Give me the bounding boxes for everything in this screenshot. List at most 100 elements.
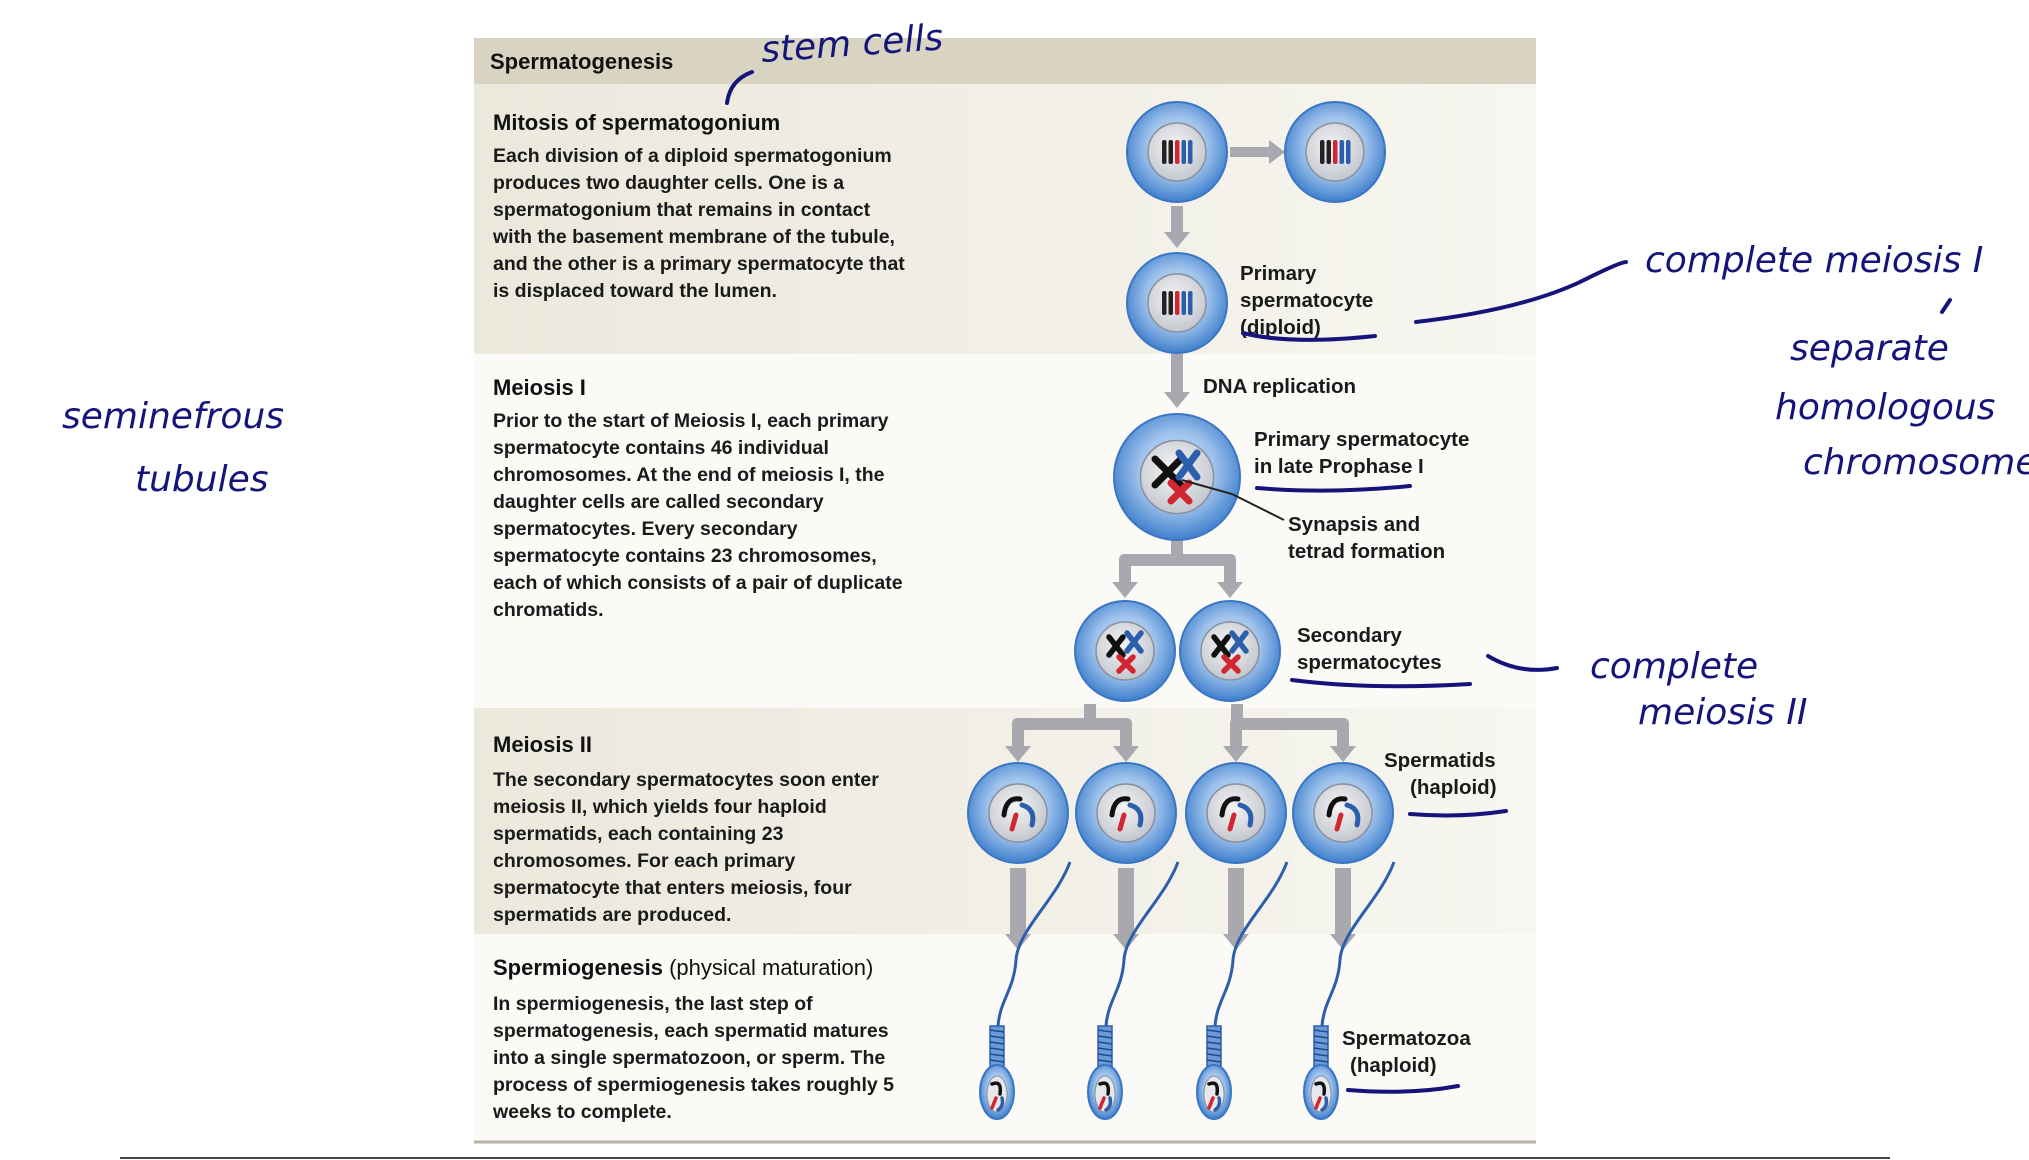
section-title: Meiosis II: [493, 732, 592, 757]
body-line: with the basement membrane of the tubule…: [492, 226, 895, 248]
ink-underline-prophase: [1255, 484, 1412, 493]
ink-accent: [1940, 298, 1952, 314]
sperm-cell: [1303, 861, 1396, 1120]
spermatozoa: [979, 861, 1396, 1120]
sperm-tail: [996, 861, 1072, 1027]
nucleus: [1096, 783, 1156, 843]
chromosomes: [1326, 796, 1361, 832]
body-line: The secondary spermatocytes soon enter: [493, 769, 879, 791]
body-line: process of spermiogenesis takes roughly …: [493, 1074, 894, 1096]
ink-underline-haploid: [1408, 809, 1508, 818]
section-spermiogenesis: Spermiogenesis (physical maturation) In …: [492, 955, 894, 1123]
label-spermatids: Spermatids: [1384, 749, 1496, 772]
chromosomes: [1151, 449, 1201, 505]
chromosomes: [1001, 796, 1036, 832]
section-title-suffix: (physical maturation): [669, 955, 873, 980]
chromosomes: [1162, 140, 1193, 164]
note-complete-meiosis-1: complete meiosis I: [1645, 240, 1983, 281]
spermatogonium-daughter-cell: [1284, 101, 1386, 203]
body-line: into a single spermatozoon, or sperm. Th…: [493, 1047, 885, 1069]
primary-spermatocyte-cell: [1126, 252, 1228, 354]
spermatid-cell: [1075, 762, 1177, 864]
note-chromosomes: chromosomes: [1803, 442, 2029, 483]
primary-spermatocyte-prophase-cell: [1113, 413, 1241, 541]
body-line: weeks to complete.: [492, 1101, 672, 1123]
note-homologous: homologous: [1775, 387, 1995, 428]
body-line: Each division of a diploid spermatogoniu…: [493, 145, 892, 167]
nucleus: [988, 783, 1048, 843]
body-line: chromosomes. For each primary: [493, 850, 796, 872]
note-meiosis-2: meiosis II: [1638, 692, 1807, 733]
body-line: spermatocyte contains 46 individual: [493, 437, 829, 459]
label-haploid: (haploid): [1410, 776, 1497, 799]
ink-underline-secondary: [1290, 678, 1472, 689]
body-line: Prior to the start of Meiosis I, each pr…: [493, 410, 889, 432]
body-line: chromatids.: [493, 599, 604, 621]
chromosomes: [1106, 630, 1144, 674]
label-haploid: (haploid): [1350, 1054, 1437, 1077]
body-line: each of which consists of a pair of dupl…: [493, 572, 903, 594]
flow-arrows: [1005, 140, 1356, 950]
section-title: Spermiogenesis (physical maturation): [493, 955, 873, 980]
body-line: spermatids are produced.: [493, 904, 731, 926]
diagram-labels: Primary spermatocyte (diploid) DNA repli…: [1181, 262, 1497, 1077]
sperm-tail: [1320, 861, 1396, 1027]
section-title: Meiosis I: [493, 375, 586, 400]
secondary-spermatocyte-cell: [1074, 600, 1176, 702]
body-line: chromosomes. At the end of meiosis I, th…: [493, 464, 885, 486]
band-meiosis-1: [474, 354, 1536, 708]
sperm-tail: [1213, 861, 1289, 1027]
note-tubules: tubules: [135, 459, 269, 500]
label-secondary-spermatocytes: Secondary: [1297, 624, 1402, 647]
nucleus: [1206, 783, 1266, 843]
sperm-cell: [979, 861, 1072, 1120]
body-line: spermatogenesis, each spermatid matures: [493, 1020, 889, 1042]
body-line: daughter cells are called secondary: [493, 491, 824, 513]
chromosomes: [1320, 140, 1351, 164]
header-title: Spermatogenesis: [490, 49, 673, 74]
spermatid-cell: [1292, 762, 1394, 864]
chromosomes: [1162, 291, 1193, 315]
ink-stroke-meiosis2: [1486, 654, 1559, 672]
section-title: Mitosis of spermatogonium: [493, 110, 780, 135]
sperm-cell: [1196, 861, 1289, 1120]
body-line: spermatocyte that enters meiosis, four: [493, 877, 852, 899]
ink-underline-diploid: [1241, 331, 1377, 342]
label-primary-spermatocyte: spermatocyte: [1240, 289, 1373, 312]
section-meiosis-2: Meiosis II The secondary spermatocytes s…: [493, 732, 879, 926]
ink-underline-spermatozoa: [1346, 1084, 1460, 1094]
body-line: spermatocytes. Every secondary: [493, 518, 798, 540]
secondary-spermatocyte-cell: [1179, 600, 1281, 702]
label-late-prophase: Primary spermatocyte: [1254, 428, 1469, 451]
chromosomes: [1211, 630, 1249, 674]
body-line: is displaced toward the lumen.: [493, 280, 777, 302]
label-spermatozoa: Spermatozoa: [1342, 1027, 1471, 1050]
section-title-main: Spermiogenesis: [493, 955, 663, 980]
label-late-prophase: in late Prophase I: [1254, 455, 1424, 478]
chromosomes: [1219, 796, 1254, 832]
sperm-tail: [1104, 861, 1180, 1027]
spermatid-cell: [1185, 762, 1287, 864]
note-separate: separate: [1790, 328, 1949, 369]
body-line: spermatogonium that remains in contact: [493, 199, 871, 221]
header-bar: [474, 38, 1536, 84]
spermatogonium-cell: [1126, 101, 1228, 203]
sperm-cell: [1087, 861, 1180, 1120]
body-line: produces two daughter cells. One is a: [493, 172, 844, 194]
section-meiosis-1: Meiosis I Prior to the start of Meiosis …: [493, 375, 903, 621]
chromosomes: [1109, 796, 1144, 832]
handwritten-text: stem cells seminefrous tubules complete …: [62, 17, 2029, 733]
ink-stroke-meiosis1: [1414, 260, 1628, 324]
body-line: In spermiogenesis, the last step of: [493, 993, 813, 1015]
label-synapsis: tetrad formation: [1288, 540, 1445, 563]
handwritten-notes: [725, 70, 1952, 1094]
cells: [967, 101, 1396, 1120]
section-mitosis: Mitosis of spermatogonium Each division …: [492, 110, 905, 302]
label-primary-spermatocyte: Primary: [1240, 262, 1317, 285]
nucleus: [1313, 783, 1373, 843]
body-line: and the other is a primary spermatocyte …: [493, 253, 905, 275]
label-synapsis: Synapsis and: [1288, 513, 1420, 536]
label-diploid: (diploid): [1240, 316, 1321, 339]
body-line: spermatocyte contains 23 chromosomes,: [493, 545, 877, 567]
